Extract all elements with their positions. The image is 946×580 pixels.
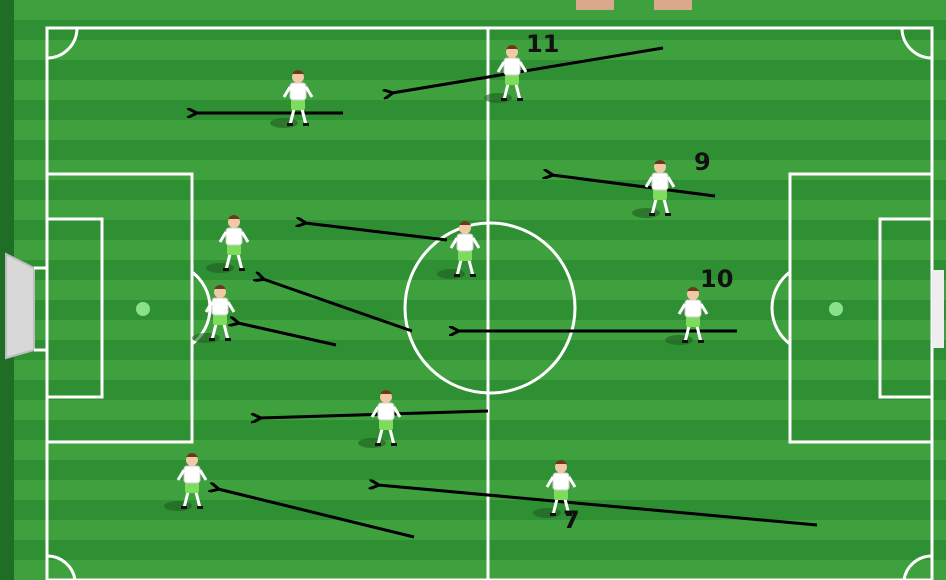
player-figure: [358, 390, 402, 448]
player-figure: [270, 70, 314, 128]
arrow: [238, 323, 337, 347]
player-figure: [437, 221, 481, 279]
grass-stripe: [0, 500, 946, 520]
grass-stripe: [0, 540, 946, 560]
player-numbers: 11 9 10 7: [526, 30, 733, 534]
player-figure: [533, 460, 577, 518]
grass-stripe: [0, 520, 946, 540]
center-circle: [403, 221, 577, 395]
player-figure: [192, 285, 236, 343]
grass-stripe: [0, 560, 946, 580]
player-number: 10: [700, 265, 733, 293]
arrow: [378, 485, 818, 527]
grass-stripe: [0, 280, 946, 300]
player-figure: [164, 453, 208, 511]
grass-stripe: [0, 340, 946, 360]
players: [164, 45, 709, 518]
right-penalty-arc: [770, 270, 791, 346]
corner-arc-top-left: [46, 27, 79, 60]
player-number: 7: [563, 506, 580, 534]
grass-stripe: [0, 20, 946, 40]
grass-stripe: [0, 440, 946, 460]
grass-stripe: [0, 420, 946, 440]
grass-stripe: [0, 80, 946, 100]
arrow: [392, 46, 664, 93]
corner-arc-top-right: [900, 27, 933, 60]
grass-stripe: [0, 160, 946, 180]
left-penalty-spot: [136, 302, 150, 316]
corner-arc-bottom-right: [902, 554, 933, 580]
left-goal: [5, 252, 47, 360]
fence-post: [576, 0, 614, 10]
arrow: [263, 279, 413, 333]
fence-post: [654, 0, 692, 10]
grass-stripe: [0, 180, 946, 200]
grass-stripe: [0, 40, 946, 60]
right-penalty-spot: [829, 302, 843, 316]
grass-stripe: [0, 120, 946, 140]
arrow: [552, 175, 716, 198]
player-figure: [632, 160, 676, 218]
grass-stripe: [0, 100, 946, 120]
player-figure: [206, 215, 250, 273]
left-goal-area: [45, 217, 104, 399]
arrow: [218, 489, 415, 539]
grass-stripe: [0, 60, 946, 80]
grass-stripe: [0, 300, 946, 320]
player-figure: [665, 287, 709, 345]
grass-stripe: [0, 140, 946, 160]
corner-arc-bottom-left: [46, 554, 77, 580]
grass-stripe: [0, 460, 946, 480]
player-figure: [484, 45, 528, 103]
player-number: 9: [694, 148, 711, 176]
right-goal: [932, 270, 944, 348]
grass-stripe: [0, 360, 946, 380]
grass-stripe: [0, 480, 946, 500]
arrow: [305, 223, 448, 242]
grass-stripe: [0, 0, 946, 20]
grass-stripe: [0, 200, 946, 220]
player-number: 11: [526, 30, 559, 58]
